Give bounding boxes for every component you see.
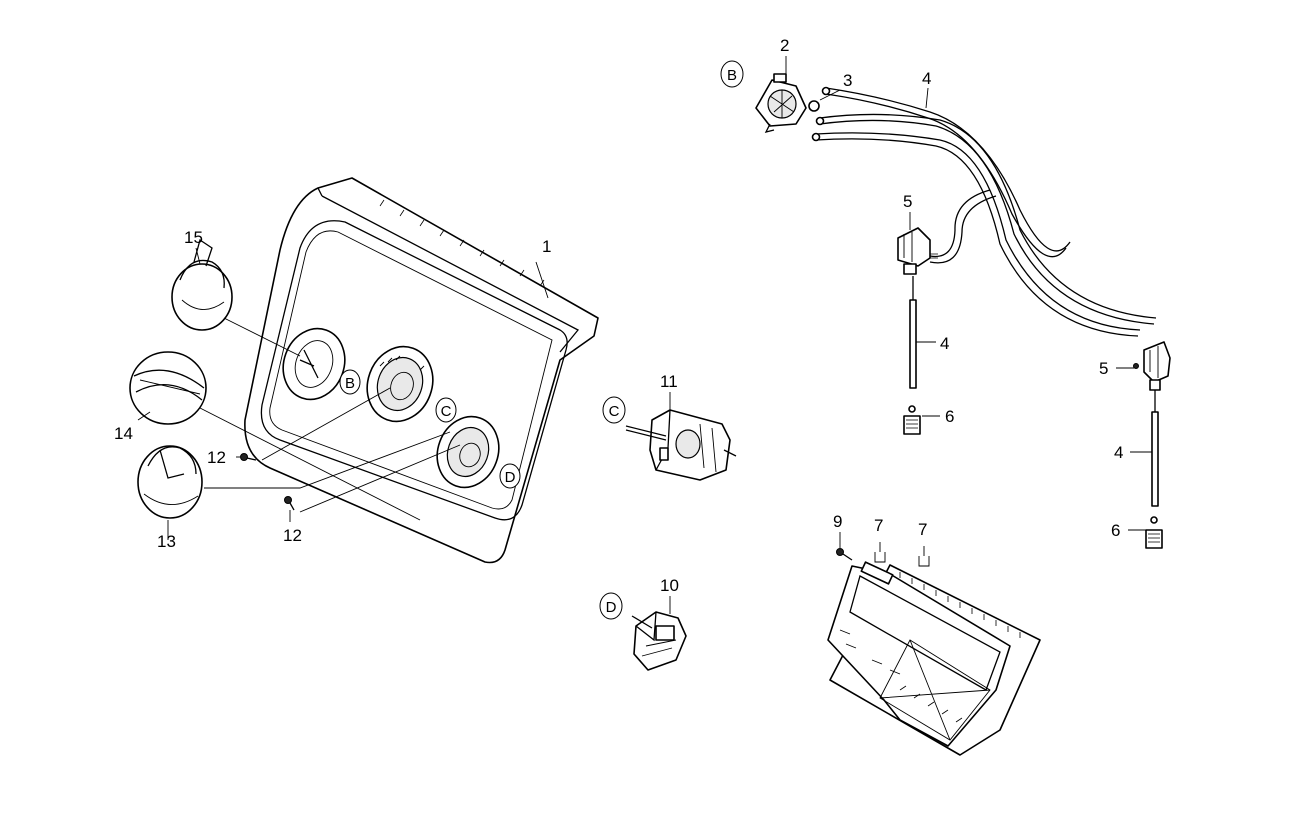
cap-6b-part (1145, 516, 1163, 549)
ref-c-panel: C (435, 397, 457, 423)
ref-b-panel-label: B (345, 375, 355, 392)
ref-b-top: B (720, 60, 744, 88)
screw-12a-part (240, 453, 257, 461)
callout-13: 13 (157, 532, 176, 551)
probe-4-part (909, 276, 917, 389)
callout-3: 3 (843, 71, 852, 90)
electronic-board-7-part (827, 561, 1041, 756)
callout-6-left: 6 (945, 407, 954, 426)
callout-12-lower: 12 (283, 526, 302, 545)
callout-4-probe-left: 4 (940, 334, 949, 353)
cap-6a-part (903, 405, 921, 435)
ref-b-top-label: B (727, 67, 737, 84)
level-sensor-5b-part (1133, 341, 1171, 391)
ref-c-selector: C (602, 396, 626, 424)
callout-10: 10 (660, 576, 679, 595)
ref-c-selector-label: C (609, 403, 620, 420)
hose-bundle-4-part (811, 86, 1157, 337)
leader-lines-left (199, 261, 549, 521)
callout-9: 9 (833, 512, 842, 531)
leader-14 (137, 411, 151, 421)
bezel-c (366, 345, 434, 423)
ref-b-panel: B (339, 369, 361, 395)
ref-d-switch: D (599, 592, 623, 620)
callout-12-upper: 12 (207, 448, 226, 467)
ref-d-panel: D (499, 463, 521, 489)
knob-13-part (137, 445, 203, 519)
o-ring-3-part (808, 100, 820, 112)
level-sensor-5a-part (897, 227, 938, 275)
callout-4-hoses: 4 (922, 69, 931, 88)
ref-d-panel-label: D (505, 469, 516, 486)
callout-6-right: 6 (1111, 521, 1120, 540)
callout-5-left: 5 (903, 192, 912, 211)
selector-switch-11-part (625, 409, 737, 481)
control-panel-part (244, 177, 599, 564)
callout-2: 2 (780, 36, 789, 55)
callout-11: 11 (660, 372, 678, 391)
probe-4b-part (1151, 390, 1159, 507)
leader-lines-right (669, 56, 1152, 614)
knob-14-part (129, 351, 207, 425)
callout-7-right: 7 (918, 520, 927, 539)
leader-15 (195, 247, 201, 265)
ref-d-switch-label: D (606, 599, 617, 616)
screw-9-part (836, 548, 853, 561)
callout-15: 15 (184, 228, 203, 247)
callout-1: 1 (542, 237, 551, 256)
callout-7-left: 7 (874, 516, 883, 535)
pressure-sensor-2-part (755, 73, 807, 133)
knob-15-part (171, 238, 233, 331)
screw-12b-part (284, 496, 295, 511)
ref-c-panel-label: C (441, 403, 452, 420)
callout-5-right: 5 (1099, 359, 1108, 378)
short-hose-part (929, 189, 997, 264)
switch-10-part (631, 611, 687, 671)
bracket-markers-7 (874, 542, 930, 567)
bezel-d (436, 415, 500, 489)
callout-14: 14 (114, 424, 133, 443)
callout-4-probe-right: 4 (1114, 443, 1123, 462)
